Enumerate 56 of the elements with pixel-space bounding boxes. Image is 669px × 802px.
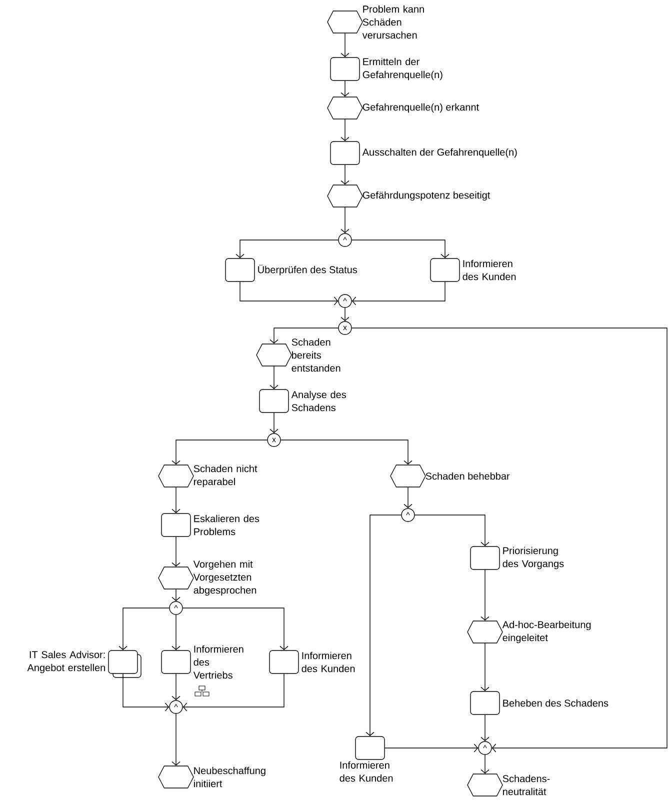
arrow bbox=[172, 614, 180, 650]
arrow bbox=[340, 119, 350, 142]
arrow bbox=[270, 412, 278, 434]
arrow bbox=[122, 674, 170, 712]
arrow bbox=[480, 643, 490, 692]
arrow bbox=[280, 440, 412, 465]
arrow bbox=[352, 240, 450, 258]
arrow bbox=[340, 164, 350, 185]
node-label: Neubeschaffung initiiert bbox=[194, 766, 266, 788]
node-label: Gefährdungspotenz beseitigt bbox=[362, 191, 490, 201]
arrow bbox=[340, 207, 350, 234]
arrow bbox=[414, 514, 490, 546]
arrow bbox=[270, 328, 338, 344]
arrow bbox=[182, 674, 284, 712]
node-label: Priorisierung des Vorgangs bbox=[502, 546, 564, 570]
arrow bbox=[404, 487, 412, 508]
arrow bbox=[172, 589, 180, 602]
arrow bbox=[172, 440, 268, 465]
node-label: Gefahrenquelle(n) erkannt bbox=[362, 103, 479, 113]
node-label: Ad-hoc-Bearbeitung eingeleitet bbox=[502, 620, 591, 644]
arrow bbox=[172, 487, 180, 514]
node-label: Informieren des Kunden bbox=[302, 652, 355, 672]
arrow bbox=[182, 608, 288, 650]
arrow bbox=[480, 570, 490, 621]
node-label: Ermitteln der Gefahrenquelle(n) bbox=[362, 58, 442, 80]
node-label: Schaden nicht reparabel bbox=[194, 464, 258, 488]
node-label: Beheben des Schadens bbox=[503, 699, 608, 707]
arrow bbox=[172, 674, 180, 700]
arrow bbox=[172, 714, 180, 766]
arrow bbox=[352, 328, 668, 752]
node-label: Schaden bereits entstanden bbox=[292, 338, 340, 372]
node-label: Informieren des Kunden bbox=[340, 761, 393, 782]
node-label: Eskalieren des Problems bbox=[194, 514, 260, 536]
node-label: Schaden behebbar bbox=[426, 472, 510, 480]
node-label: Vorgehen mit Vorgesetzten abgesprochen bbox=[193, 560, 256, 596]
arrow bbox=[270, 366, 278, 390]
node-label: Informieren des Vertriebs bbox=[193, 645, 244, 679]
arrow bbox=[366, 514, 402, 736]
node-label: Analyse des Schadens bbox=[291, 390, 346, 412]
arrow bbox=[240, 282, 338, 306]
arrow bbox=[480, 754, 490, 774]
arrow bbox=[384, 744, 478, 752]
arrow bbox=[340, 308, 350, 322]
node-label: Ausschalten der Gefahrenquelle(n) bbox=[362, 148, 517, 158]
node-label: Überprüfen des Status bbox=[258, 264, 358, 276]
arrow bbox=[340, 80, 350, 97]
arrow bbox=[340, 33, 350, 58]
node-label: IT Sales Advisor: Angebot erstellen bbox=[27, 650, 105, 674]
node-label: Schadens- neutralität bbox=[502, 774, 550, 796]
arrow bbox=[118, 608, 170, 650]
arrow bbox=[352, 282, 446, 306]
arrow bbox=[480, 714, 490, 742]
arrow bbox=[172, 536, 180, 567]
node-label: Informieren des Kunden bbox=[462, 260, 516, 280]
node-label: Problem kann Schäden verursachen bbox=[362, 5, 424, 39]
arrow bbox=[236, 240, 338, 258]
